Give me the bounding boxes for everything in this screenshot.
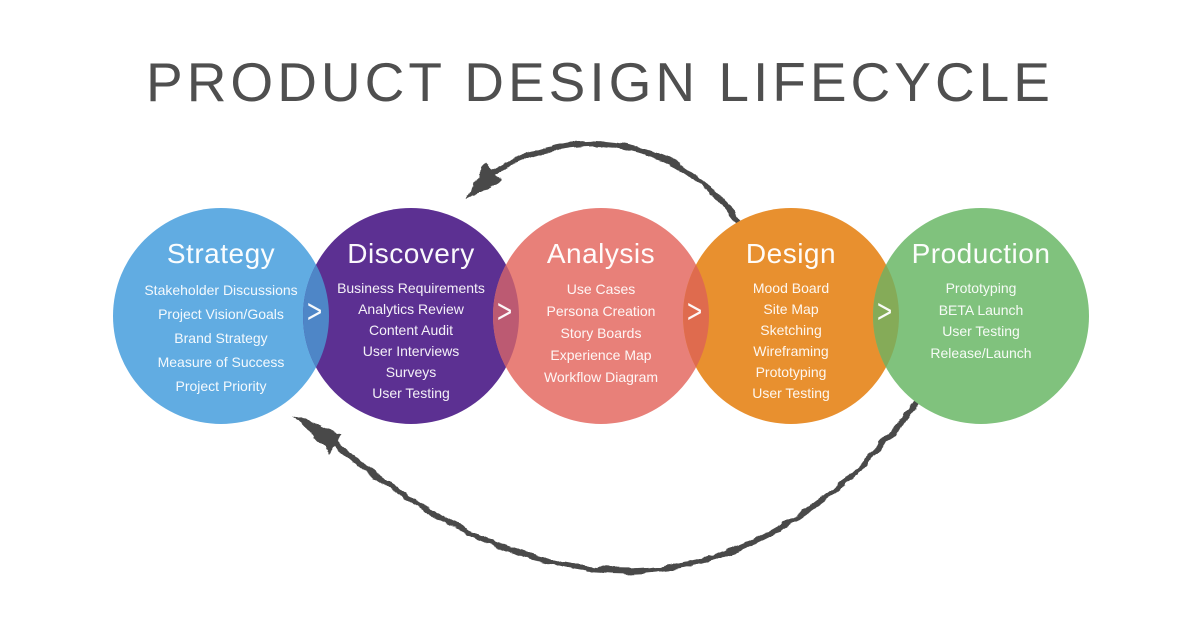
discovery-circle xyxy=(303,208,519,424)
bottom-loop-arrow xyxy=(333,365,941,574)
production-circle xyxy=(873,208,1089,424)
strategy-circle xyxy=(113,208,329,424)
analysis-circle xyxy=(493,208,709,424)
top-loop-arrowhead-icon xyxy=(465,163,503,199)
design-circle xyxy=(683,208,899,424)
bottom-loop-arrowhead-icon xyxy=(293,415,343,454)
top-loop-arrow xyxy=(491,140,758,249)
page-title: PRODUCT DESIGN LIFECYCLE xyxy=(146,51,1054,113)
